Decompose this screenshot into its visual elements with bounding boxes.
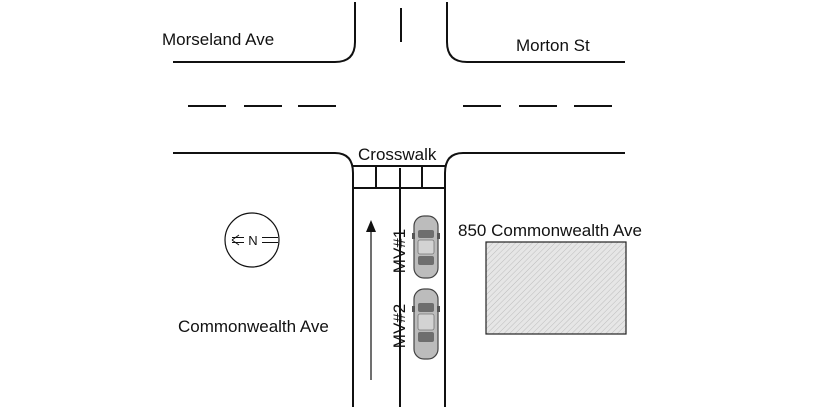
curb-northeast xyxy=(446,2,625,63)
curb-southwest xyxy=(173,152,354,407)
commonwealth-centerline xyxy=(399,8,402,407)
car-icon xyxy=(412,288,440,360)
street-label-morseland: Morseland Ave xyxy=(162,30,274,49)
vehicle-2-label: MV#2 xyxy=(390,304,409,348)
curb-southeast xyxy=(444,152,625,407)
compass-north-label: N xyxy=(248,233,257,248)
crosswalk-label: Crosswalk xyxy=(358,145,437,164)
building-850-commonwealth xyxy=(485,241,627,335)
address-label: 850 Commonwealth Ave xyxy=(458,221,642,240)
north-arrow-icon: N xyxy=(224,212,280,268)
crosswalk xyxy=(353,165,445,189)
arrow-up-icon xyxy=(366,220,376,380)
vehicle-1-label: MV#1 xyxy=(390,229,409,273)
curb-northwest xyxy=(173,2,356,63)
car-icon xyxy=(412,215,440,279)
street-label-morton: Morton St xyxy=(516,36,590,55)
street-label-commonwealth: Commonwealth Ave xyxy=(178,317,329,336)
